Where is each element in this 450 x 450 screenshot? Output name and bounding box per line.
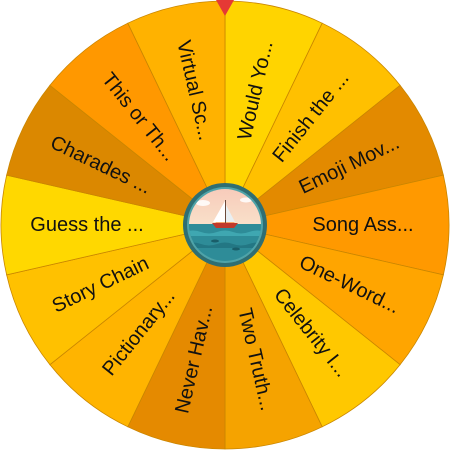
wheel-segment-label: Song Ass... (312, 214, 413, 236)
wheel-center-hub[interactable] (183, 183, 267, 267)
wheel-segment[interactable] (49, 224, 226, 428)
wheel-segment[interactable] (0, 174, 226, 276)
wheel-segment[interactable] (127, 224, 226, 450)
wheel-segment[interactable] (224, 22, 401, 226)
wheel-segment[interactable] (224, 224, 444, 366)
wheel-pointer-icon (216, 0, 234, 16)
wheel-segment[interactable] (6, 84, 226, 226)
wheel-segment[interactable] (224, 224, 401, 428)
wheel-segment[interactable] (6, 224, 226, 366)
wheel-segment[interactable] (224, 174, 450, 276)
wheel-segment[interactable] (49, 22, 226, 226)
wheel-segment[interactable] (224, 224, 323, 450)
wheel-segment-label: Guess the ... (30, 214, 143, 236)
wheel-segment[interactable] (224, 84, 444, 226)
